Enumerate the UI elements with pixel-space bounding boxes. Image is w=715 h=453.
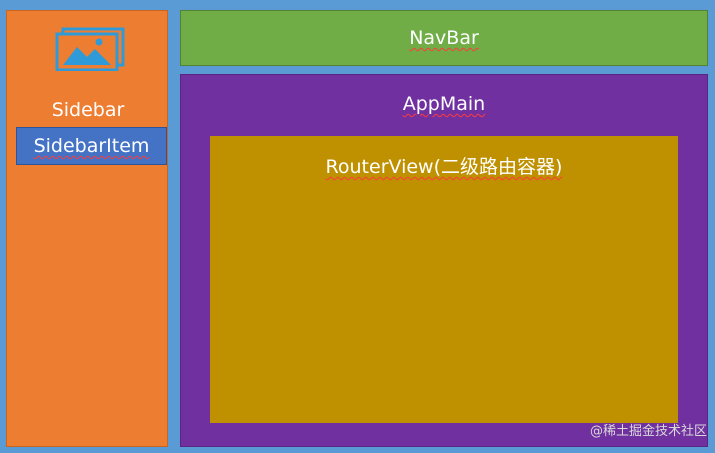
app-main-box: AppMain RouterView(二级路由容器) <box>180 74 708 447</box>
app-main-label: AppMain <box>402 93 486 115</box>
router-view-label: RouterView(二级路由容器) <box>325 156 563 178</box>
router-view-title: RouterView(二级路由容器) <box>210 152 678 179</box>
sidebar-item-label: SidebarItem <box>33 135 150 157</box>
navbar-box: NavBar <box>180 10 708 66</box>
navbar-label: NavBar <box>409 27 479 49</box>
sidebar-box: Sidebar SidebarItem <box>6 10 168 447</box>
watermark: @稀土掘金技术社区 <box>589 424 707 439</box>
app-main-title: AppMain <box>181 93 707 115</box>
image-gallery-icon <box>55 27 125 71</box>
router-view-box: RouterView(二级路由容器) <box>210 136 678 423</box>
sidebar-item: SidebarItem <box>16 127 167 165</box>
sidebar-title: Sidebar <box>51 99 125 121</box>
